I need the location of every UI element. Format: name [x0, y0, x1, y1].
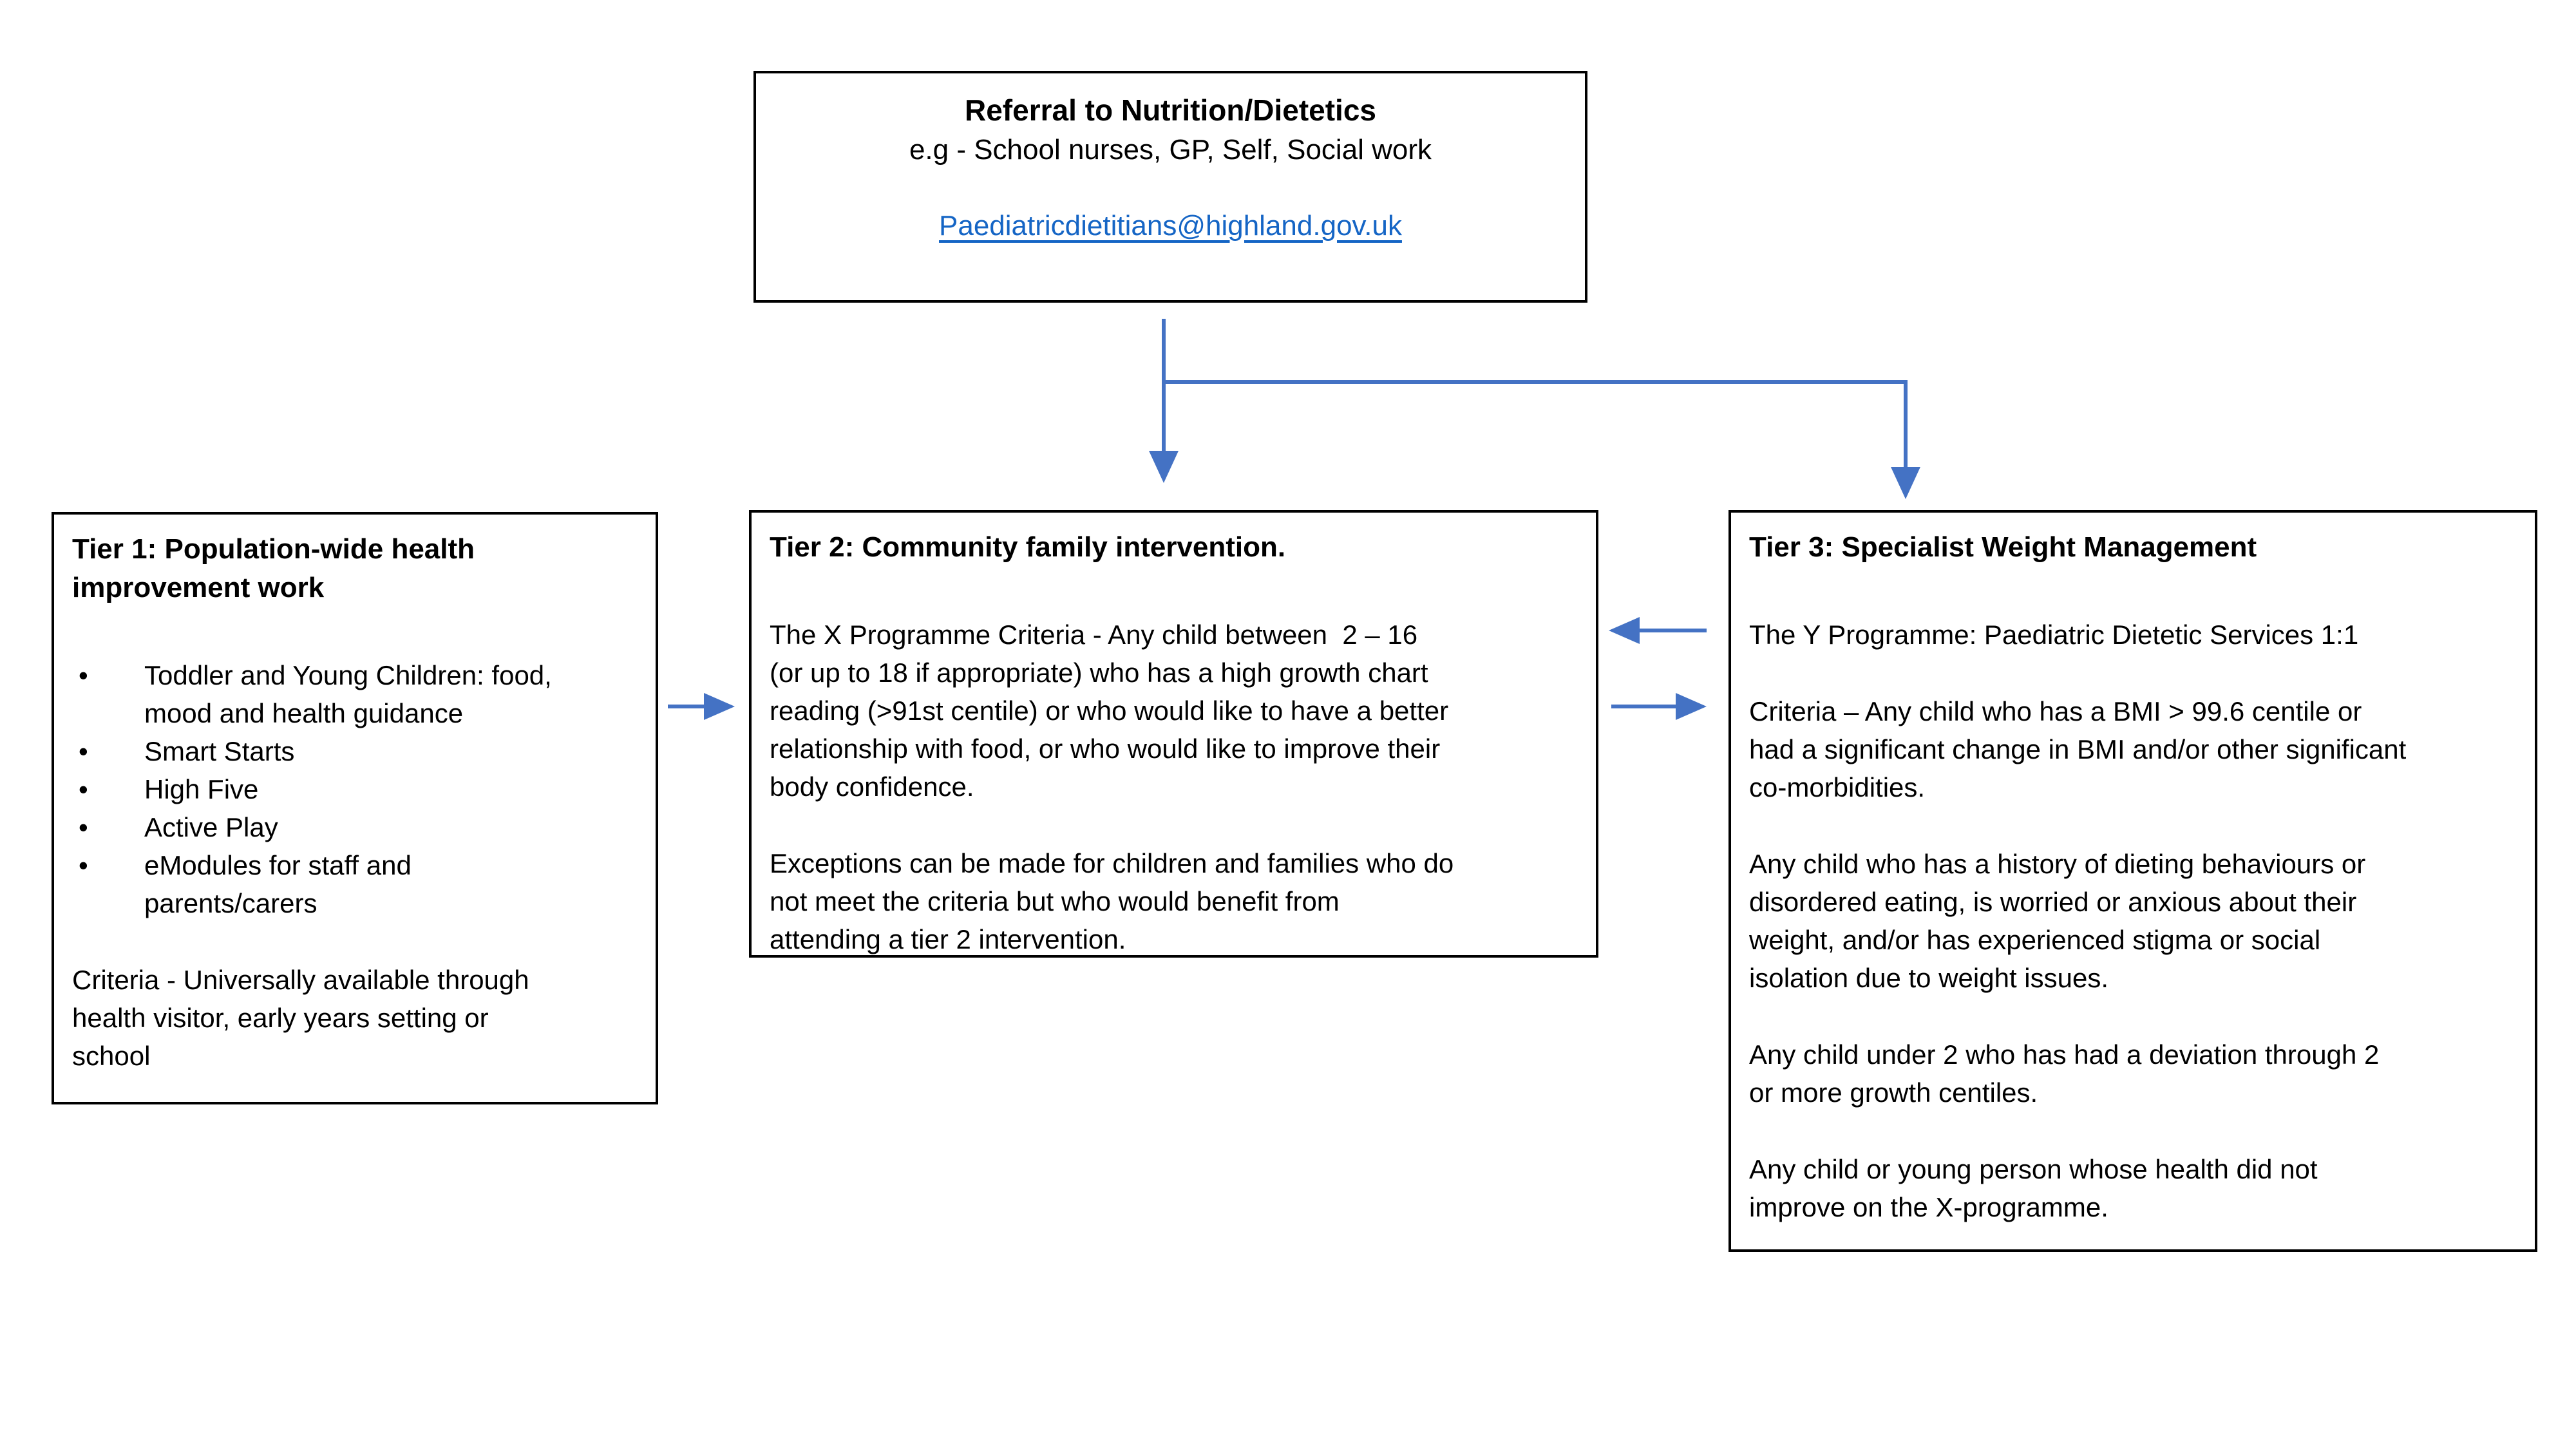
bullet-text: Smart Starts [144, 736, 295, 766]
referral-subtitle: e.g - School nurses, GP, Self, Social wo… [909, 134, 1432, 166]
arrow-right-tier2-icon [704, 693, 735, 720]
list-item: • Active Play [72, 808, 638, 846]
tier3-title: Tier 3: Specialist Weight Management [1749, 531, 2257, 563]
tier2-paragraph-exceptions: Exceptions can be made for children and … [770, 848, 1454, 954]
tier1-box: Tier 1: Population-wide health improveme… [52, 512, 658, 1104]
connector-branch-horizontal-line [1162, 380, 1908, 384]
tier2-paragraph-criteria: The X Programme Criteria - Any child bet… [770, 620, 1449, 802]
connector-tier2-to-tier3-line [1611, 705, 1678, 708]
tier3-paragraph-criteria: Criteria – Any child who has a BMI > 99.… [1749, 696, 2407, 802]
bullet-text: eModules for staff and parents/carers [144, 850, 412, 918]
arrow-down-tier2-icon [1149, 451, 1179, 483]
tier2-box: Tier 2: Community family intervention. T… [749, 510, 1598, 958]
referral-title: Referral to Nutrition/Dietetics [965, 93, 1376, 127]
tier3-paragraph-under2: Any child under 2 who has had a deviatio… [1749, 1039, 2380, 1108]
list-item: • Toddler and Young Children: food, mood… [72, 656, 638, 732]
arrow-left-tier2-icon [1609, 617, 1640, 644]
list-item: • Smart Starts [72, 732, 638, 770]
connector-tier3-to-tier2-line [1638, 629, 1707, 632]
arrow-right-tier3-icon [1676, 693, 1707, 720]
bullet-text: Active Play [144, 812, 278, 842]
connector-branch-to-tier3-line [1904, 380, 1908, 467]
tier3-paragraph-history: Any child who has a history of dieting b… [1749, 849, 2366, 993]
bullet-icon: • [79, 736, 88, 766]
connector-referral-to-tier2-line [1162, 319, 1166, 454]
bullet-icon: • [79, 660, 88, 690]
tier1-bullet-list: • Toddler and Young Children: food, mood… [72, 656, 638, 922]
bullet-text: High Five [144, 774, 259, 804]
tier3-box: Tier 3: Specialist Weight Management The… [1728, 510, 2537, 1252]
list-item: • High Five [72, 770, 638, 808]
arrow-down-tier3-icon [1891, 467, 1920, 499]
bullet-icon: • [79, 812, 88, 842]
tier1-title: Tier 1: Population-wide health improveme… [72, 533, 475, 603]
tier2-title: Tier 2: Community family intervention. [770, 531, 1286, 563]
connector-tier1-to-tier2-line [668, 705, 706, 708]
bullet-icon: • [79, 774, 88, 804]
referral-box: Referral to Nutrition/Dietetics e.g - Sc… [753, 71, 1587, 303]
tier1-criteria: Criteria - Universally available through… [72, 965, 529, 1071]
tier3-paragraph-programme: The Y Programme: Paediatric Dietetic Ser… [1749, 620, 2359, 650]
referral-email-link[interactable]: Paediatricdietitians@highland.gov.uk [939, 210, 1402, 242]
tier3-paragraph-no-improvement: Any child or young person whose health d… [1749, 1154, 2318, 1222]
bullet-icon: • [79, 850, 88, 880]
list-item: • eModules for staff and parents/carers [72, 846, 638, 922]
bullet-text: Toddler and Young Children: food, mood a… [144, 660, 552, 728]
